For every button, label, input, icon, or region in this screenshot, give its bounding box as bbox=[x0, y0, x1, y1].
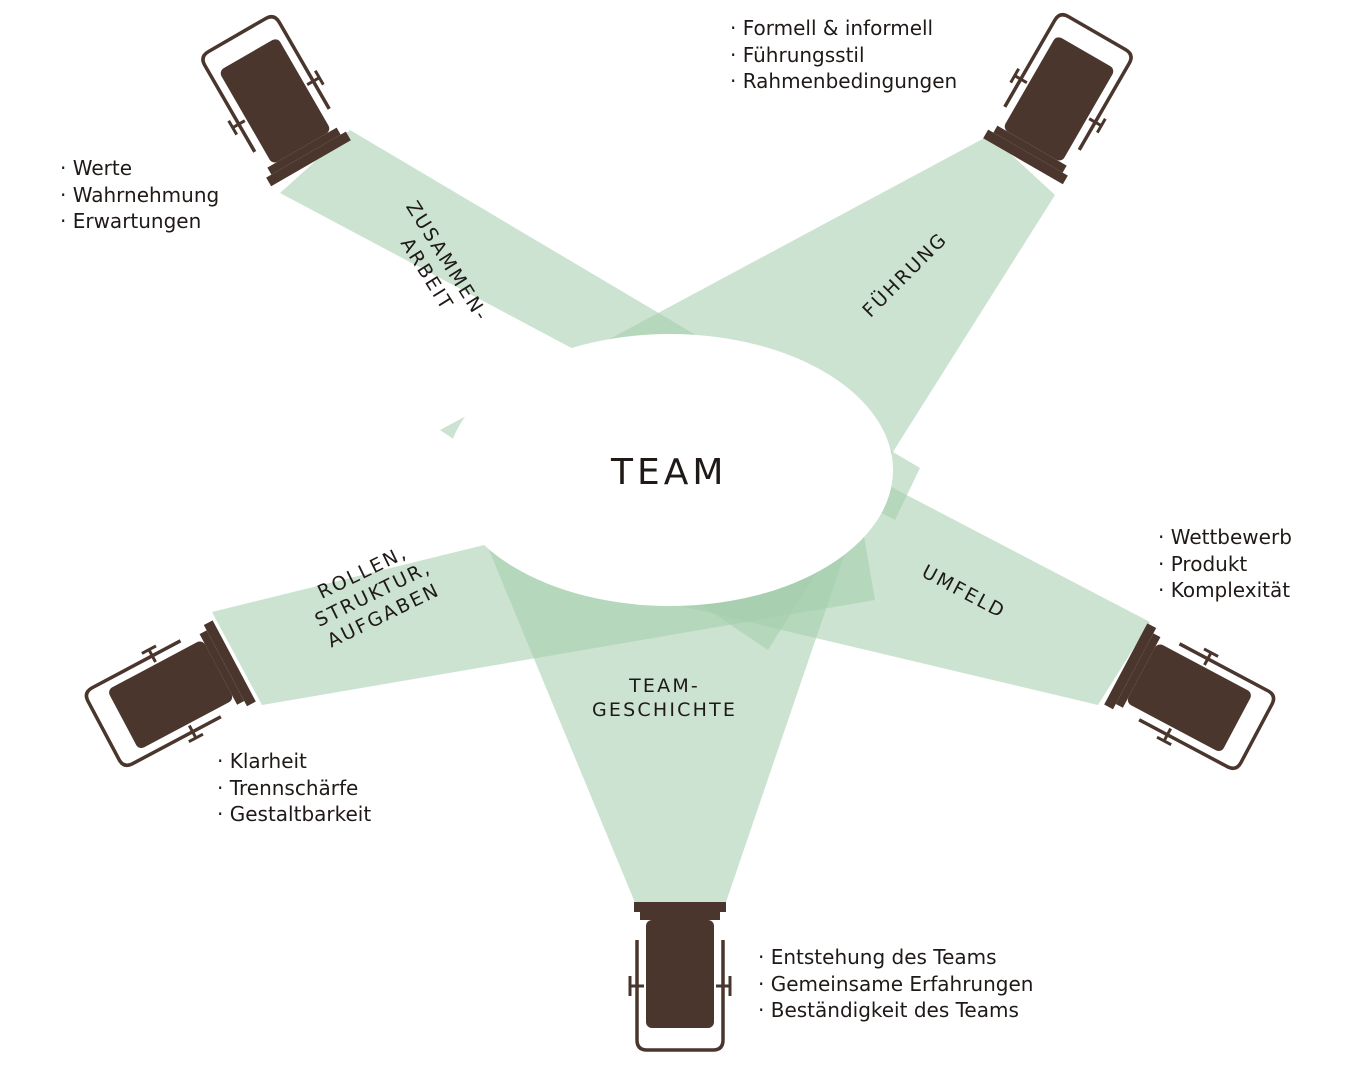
spotlight-icon bbox=[983, 13, 1133, 185]
list-item: Gestaltbarkeit bbox=[217, 801, 371, 828]
team-title: TEAM bbox=[611, 452, 728, 493]
list-item: Produkt bbox=[1158, 551, 1292, 578]
spotlight-icon bbox=[628, 902, 732, 1052]
beam-label-line: TEAM- bbox=[629, 675, 700, 697]
beam-label-line: GESCHICHTE bbox=[592, 699, 738, 721]
bullets-umfeld: Wettbewerb Produkt Komplexität bbox=[1158, 524, 1292, 604]
list-item: Wahrnehmung bbox=[60, 182, 219, 209]
team-ellipse bbox=[447, 334, 893, 606]
list-item: Gemeinsame Erfahrungen bbox=[758, 971, 1034, 998]
spotlights bbox=[84, 13, 1276, 1052]
beam-label-teamgeschichte: TEAM- GESCHICHTE bbox=[592, 674, 737, 722]
list-item: Werte bbox=[60, 155, 219, 182]
list-item: Beständigkeit des Teams bbox=[758, 997, 1033, 1024]
list-item: Entstehung des Teams bbox=[758, 944, 1033, 971]
list-item: Formell & informell bbox=[730, 15, 957, 42]
list-item: Trennschärfe bbox=[217, 775, 371, 802]
spotlight-icon bbox=[84, 620, 256, 768]
list-item: Komplexität bbox=[1158, 577, 1292, 604]
spotlight-icon bbox=[201, 15, 351, 187]
list-item: Klarheit bbox=[217, 748, 371, 775]
spotlight-icon bbox=[1104, 623, 1276, 771]
bullets-zusammenarbeit: Werte Wahrnehmung Erwartungen bbox=[60, 155, 219, 235]
list-item: Führungsstil bbox=[730, 42, 957, 69]
list-item: Erwartungen bbox=[60, 208, 219, 235]
list-item: Wettbewerb bbox=[1158, 524, 1292, 551]
bullets-fuehrung: Formell & informell Führungsstil Rahmenb… bbox=[730, 15, 958, 95]
bullets-rollen: Klarheit Trennschärfe Gestaltbarkeit bbox=[217, 748, 371, 828]
list-item: Rahmenbedingungen bbox=[730, 68, 958, 95]
bullets-teamgeschichte: Entstehung des Teams Gemeinsame Erfahrun… bbox=[758, 944, 1034, 1024]
